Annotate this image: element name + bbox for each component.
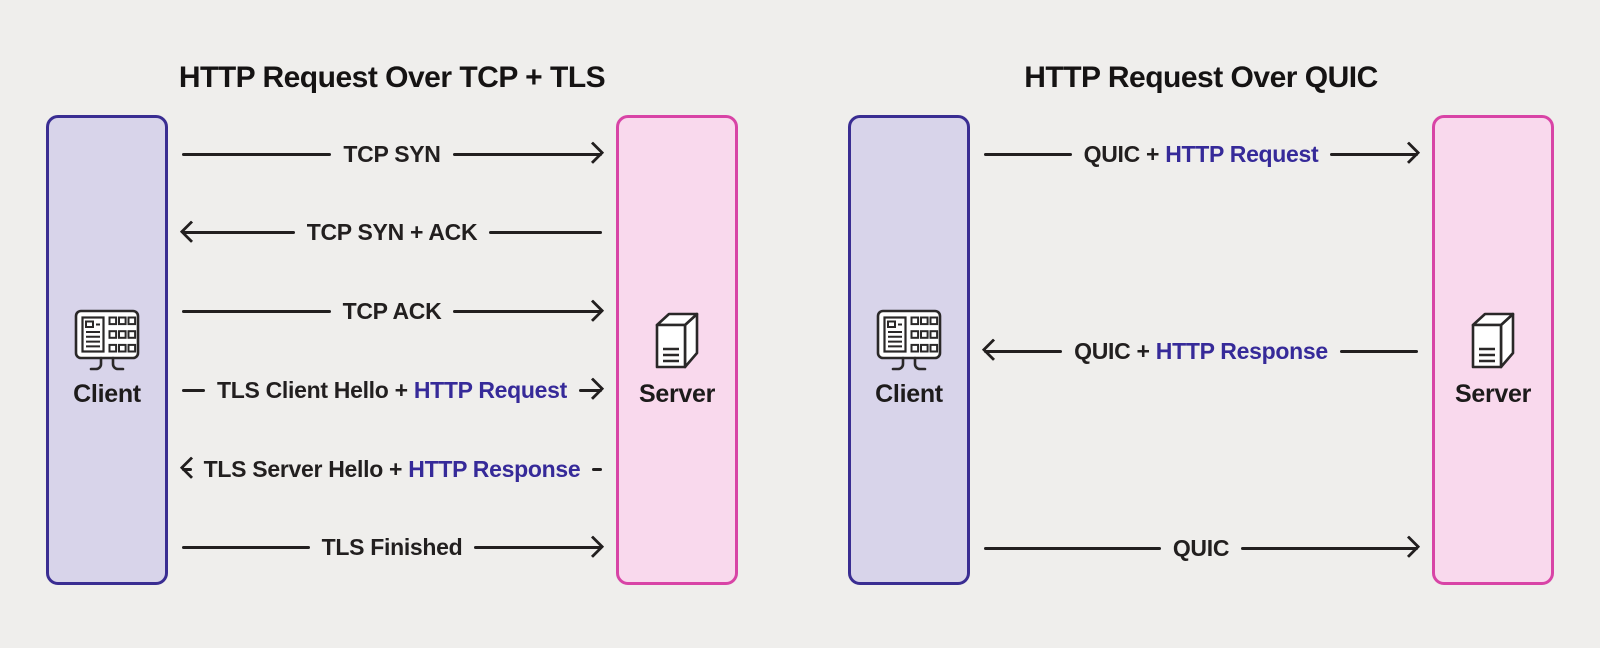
- server-label: Server: [1454, 379, 1532, 408]
- client-terminal-icon: [73, 308, 141, 372]
- arrow-line-left: [984, 349, 1063, 353]
- panel-title: HTTP Request Over QUIC: [1024, 60, 1378, 94]
- label-part: QUIC +: [1074, 337, 1156, 364]
- message-label: QUIC: [1172, 534, 1230, 562]
- label-part-accent: HTTP Request: [413, 376, 568, 403]
- server-box-content: Server: [1455, 308, 1531, 409]
- message-label: TCP SYN: [343, 141, 440, 168]
- arrow-line-left: [182, 310, 331, 314]
- arrow-line-right: [579, 388, 602, 392]
- label-part-accent: HTTP Request: [1165, 140, 1319, 167]
- arrow-line-right: [474, 546, 603, 550]
- label-part: TCP SYN: [343, 140, 441, 167]
- arrowhead-icon: [1397, 141, 1421, 165]
- arrow-line-left: [182, 388, 205, 392]
- arrow-line-right: [452, 152, 603, 156]
- label-part: TLS Server Hello +: [203, 455, 409, 482]
- message-arrow: TCP SYN + ACK: [179, 211, 602, 255]
- arrowhead-icon: [981, 338, 1005, 362]
- message-arrow: TCP SYN: [182, 132, 605, 176]
- server-label: Server: [638, 379, 716, 408]
- server-box: Server: [616, 115, 738, 585]
- arrowhead-icon: [581, 141, 605, 165]
- label-part: QUIC: [1172, 534, 1230, 561]
- panel-title: HTTP Request Over TCP + TLS: [178, 60, 606, 94]
- message-arrow: QUIC + HTTP Request: [984, 132, 1421, 176]
- message-arrow: TCP ACK: [182, 290, 605, 334]
- sequence-diagram: Client QUIC + HTTP Request QUIC + HTTP R…: [848, 115, 1554, 585]
- arrowhead-icon: [179, 456, 203, 480]
- panel-tcp-tls: HTTP Request Over TCP + TLS Client TCP S…: [46, 0, 738, 648]
- panel-quic: HTTP Request Over QUIC Client QUIC + HTT…: [848, 0, 1554, 648]
- label-part: TLS Finished: [321, 534, 463, 561]
- arrow-line-left: [984, 152, 1072, 156]
- message-label: TLS Client Hello + HTTP Request: [217, 377, 567, 404]
- arrow-line-left: [182, 467, 192, 471]
- client-terminal-icon: [875, 308, 943, 372]
- message-lane: TCP SYN TCP SYN + ACK TCP ACK TLS Client…: [168, 115, 616, 585]
- arrow-line-left: [984, 546, 1161, 550]
- arrow-line-left: [182, 231, 295, 235]
- arrowhead-icon: [581, 377, 605, 401]
- client-box-content: Client: [875, 308, 943, 409]
- message-label: TLS Server Hello + HTTP Response: [204, 456, 581, 483]
- message-label: QUIC + HTTP Request: [1084, 141, 1319, 168]
- label-part-accent: HTTP Response: [1155, 337, 1328, 364]
- arrow-line-left: [182, 546, 310, 550]
- client-box-content: Client: [73, 308, 141, 409]
- message-label: TCP ACK: [343, 298, 442, 325]
- server-box-content: Server: [639, 308, 715, 409]
- server-tower-icon: [650, 308, 704, 372]
- arrowhead-icon: [179, 220, 203, 243]
- message-label: TLS Finished: [322, 534, 463, 561]
- sequence-diagram: Client TCP SYN TCP SYN + ACK TCP ACK TLS…: [46, 115, 738, 585]
- arrow-line-right: [1339, 349, 1418, 353]
- label-part: QUIC +: [1083, 140, 1166, 167]
- label-part: TCP SYN + ACK: [306, 219, 478, 246]
- arrow-line-left: [182, 152, 332, 156]
- client-label: Client: [875, 379, 943, 408]
- arrow-line-right: [1241, 546, 1418, 550]
- arrowhead-icon: [581, 535, 605, 559]
- arrow-line-right: [453, 310, 603, 314]
- arrow-line-right: [1330, 152, 1419, 156]
- message-arrow: TLS Server Hello + HTTP Response: [179, 447, 602, 491]
- message-arrow: QUIC + HTTP Response: [981, 329, 1418, 373]
- message-arrow: TLS Client Hello + HTTP Request: [182, 368, 605, 412]
- message-lane: QUIC + HTTP Request QUIC + HTTP Response…: [970, 115, 1432, 585]
- client-label: Client: [73, 379, 141, 408]
- arrow-line-right: [592, 467, 602, 471]
- client-box: Client: [848, 115, 970, 585]
- client-box: Client: [46, 115, 168, 585]
- server-tower-icon: [1466, 308, 1520, 372]
- message-arrow: TLS Finished: [182, 526, 605, 570]
- arrowhead-icon: [581, 299, 605, 322]
- server-box: Server: [1432, 115, 1554, 585]
- message-label: TCP SYN + ACK: [307, 219, 478, 246]
- label-part: TLS Client Hello +: [216, 376, 414, 403]
- label-part: TCP ACK: [342, 298, 442, 325]
- message-label: QUIC + HTTP Response: [1074, 338, 1328, 365]
- label-part-accent: HTTP Response: [408, 455, 581, 482]
- arrow-line-right: [489, 231, 602, 235]
- message-arrow: QUIC: [984, 526, 1421, 570]
- arrowhead-icon: [1397, 535, 1421, 559]
